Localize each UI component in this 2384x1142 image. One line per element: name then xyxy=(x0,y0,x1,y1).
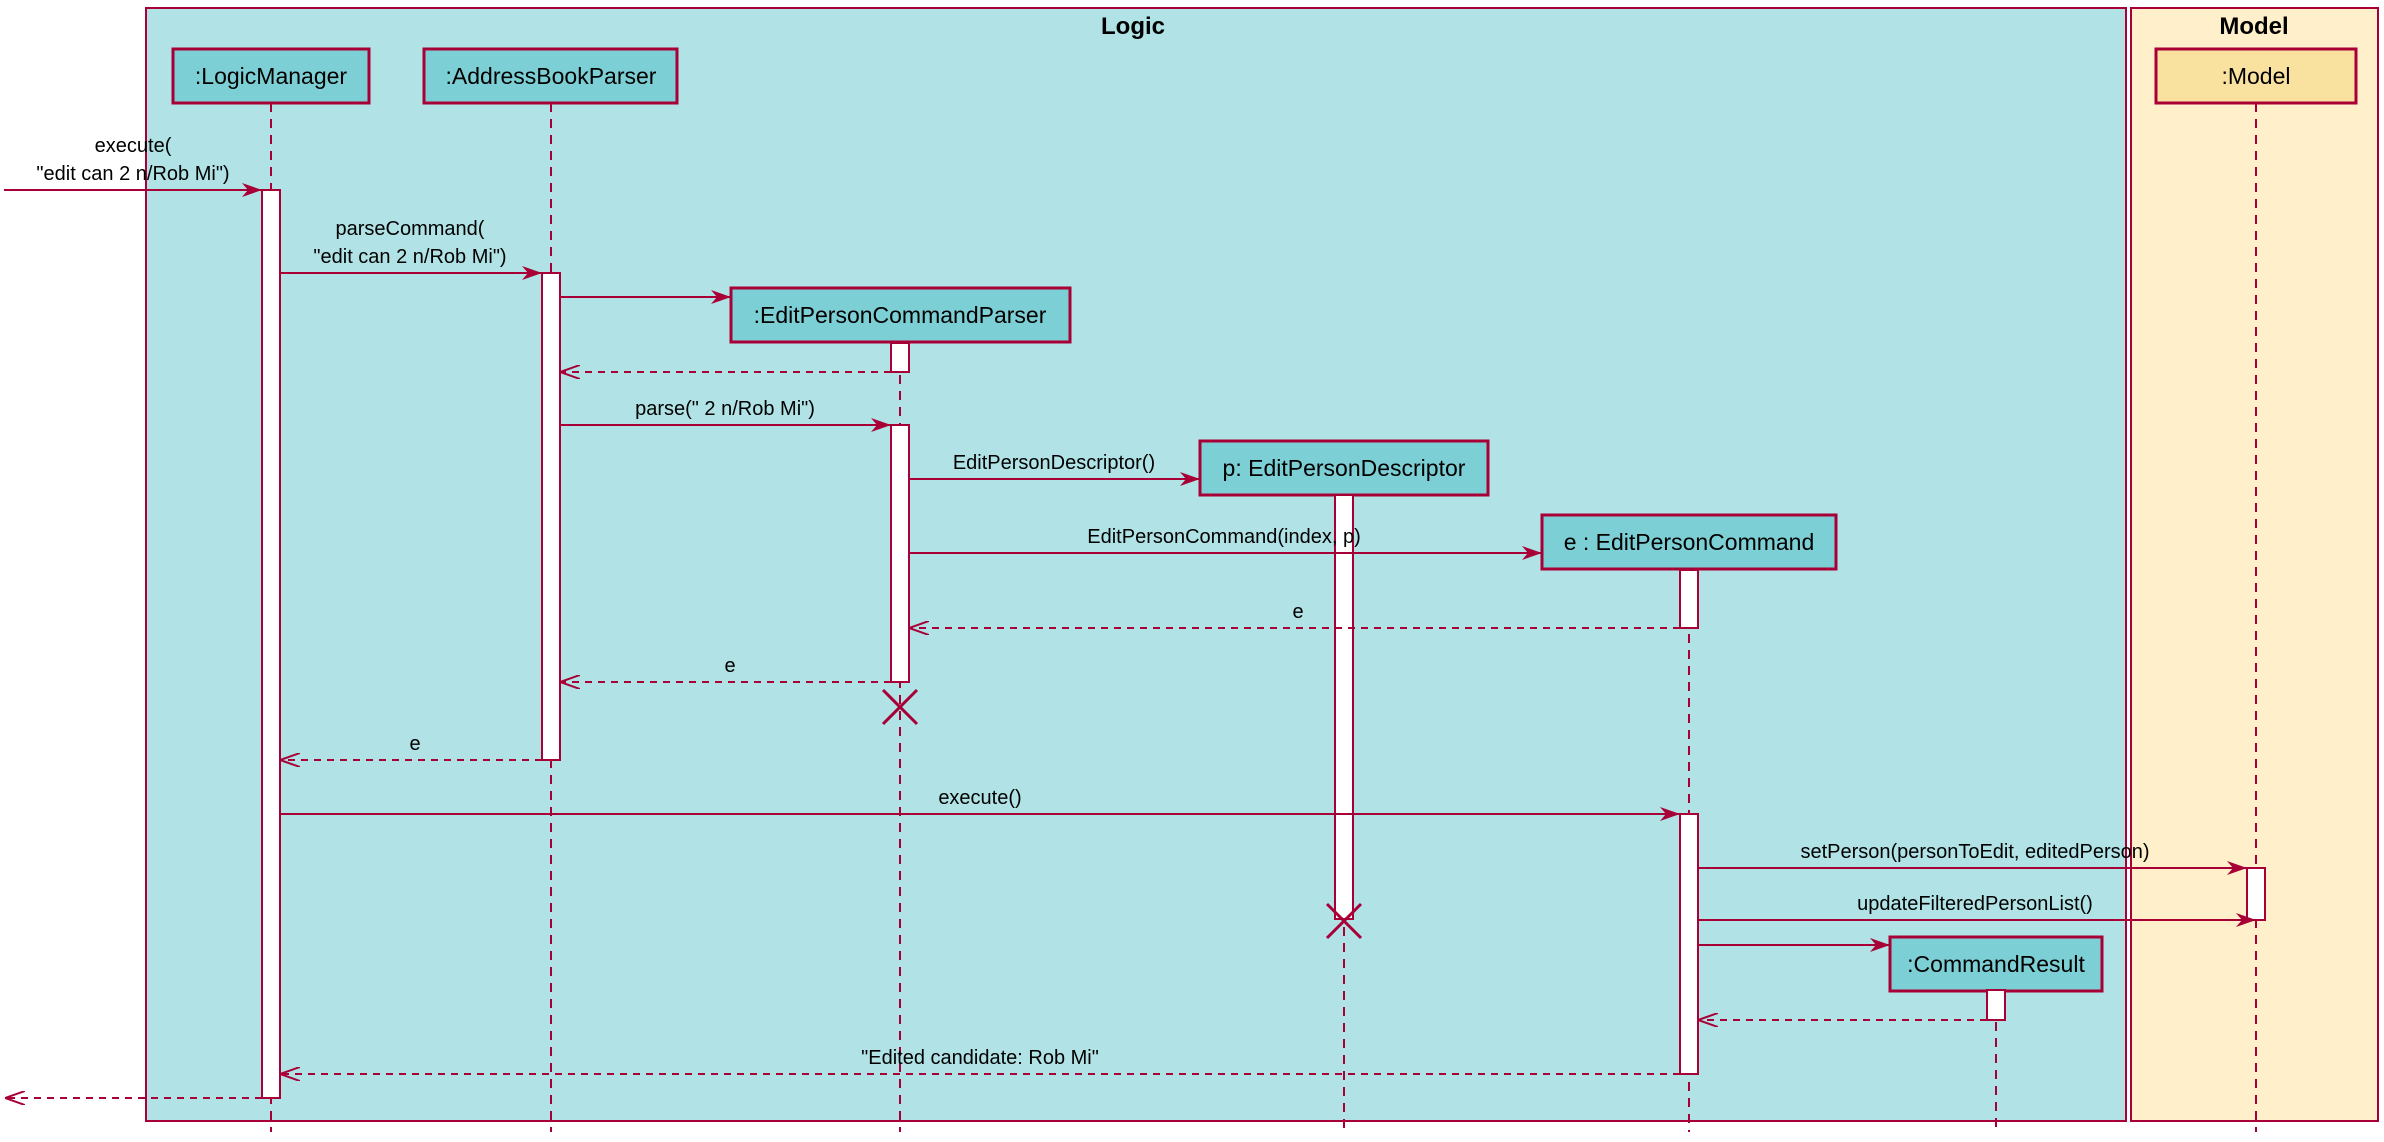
participant-edit-person-command-label: e : EditPersonCommand xyxy=(1564,529,1815,555)
activation-parser-create xyxy=(890,342,910,373)
participant-logic-manager: :LogicManager xyxy=(171,47,371,105)
activation-command-result xyxy=(1986,989,2006,1021)
msg-return-e-2: e xyxy=(724,655,735,677)
msg-execute-line2: "edit can 2 n/Rob Mi") xyxy=(36,163,229,185)
msg-set-person: setPerson(personToEdit, editedPerson) xyxy=(1800,841,2149,863)
model-frame: Model xyxy=(2130,7,2379,1122)
participant-model-label: :Model xyxy=(2221,63,2290,89)
activation-parser-parse xyxy=(890,424,910,683)
participant-edit-person-command-parser-label: :EditPersonCommandParser xyxy=(754,302,1047,328)
msg-result: "Edited candidate: Rob Mi" xyxy=(861,1047,1099,1069)
msg-edit-person-descriptor: EditPersonDescriptor() xyxy=(953,452,1155,474)
model-frame-title: Model xyxy=(2219,13,2288,40)
msg-parse-command-line2: "edit can 2 n/Rob Mi") xyxy=(313,246,506,268)
participant-command-result: :CommandResult xyxy=(1888,935,2104,993)
msg-return-e-1: e xyxy=(1292,601,1303,623)
destroy-marker-parser xyxy=(881,688,919,726)
participant-edit-person-descriptor-label: p: EditPersonDescriptor xyxy=(1223,455,1466,481)
participant-command-result-label: :CommandResult xyxy=(1907,951,2085,977)
activation-logic-manager xyxy=(261,189,281,1099)
msg-edit-person-command: EditPersonCommand(index, p) xyxy=(1087,526,1360,548)
logic-frame-title: Logic xyxy=(1101,13,1165,40)
msg-execute-line1: execute( xyxy=(95,135,172,157)
activation-command-create xyxy=(1679,569,1699,629)
activation-command-execute xyxy=(1679,813,1699,1075)
participant-address-book-parser-label: :AddressBookParser xyxy=(446,63,657,89)
msg-parse-command-line1: parseCommand( xyxy=(336,218,485,240)
participant-address-book-parser: :AddressBookParser xyxy=(422,47,679,105)
participant-edit-person-descriptor: p: EditPersonDescriptor xyxy=(1198,439,1490,497)
participant-edit-person-command: e : EditPersonCommand xyxy=(1540,513,1838,571)
participant-edit-person-command-parser: :EditPersonCommandParser xyxy=(729,286,1072,344)
participant-model: :Model xyxy=(2154,47,2358,105)
activation-descriptor xyxy=(1334,494,1354,920)
destroy-marker-descriptor xyxy=(1325,902,1363,940)
msg-execute: execute() xyxy=(938,787,1021,809)
msg-parse: parse(" 2 n/Rob Mi") xyxy=(635,398,815,420)
msg-return-e-3: e xyxy=(409,733,420,755)
participant-logic-manager-label: :LogicManager xyxy=(195,63,347,89)
activation-address-book-parser xyxy=(541,272,561,761)
msg-update-filtered: updateFilteredPersonList() xyxy=(1857,893,2093,915)
activation-model xyxy=(2246,867,2266,921)
